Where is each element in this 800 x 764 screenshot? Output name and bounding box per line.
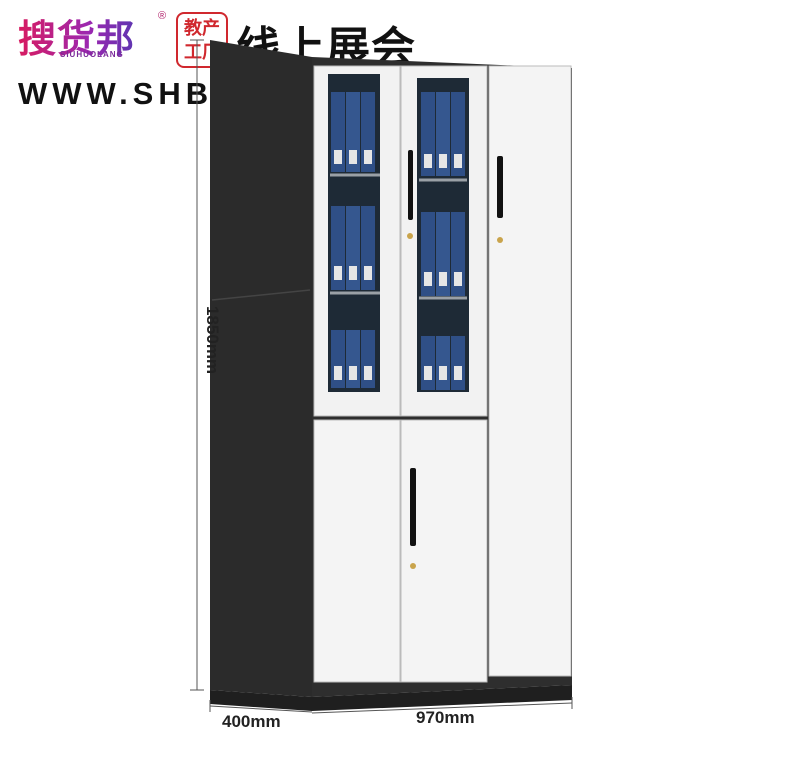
- tall-door-handle: [497, 156, 503, 218]
- width-dimension-line: [311, 702, 573, 714]
- tall-door-lock: [497, 237, 503, 243]
- glass-door-lock: [407, 233, 413, 239]
- side-panel-seam: [211, 289, 311, 301]
- height-dimension-label: 1850mm: [203, 305, 223, 375]
- lower-door-right: [400, 419, 488, 683]
- binders-row-1: [331, 92, 465, 176]
- lower-door-lock: [410, 563, 416, 569]
- depth-dimension-label: 400mm: [222, 712, 281, 731]
- badge-line-1: 教产: [184, 18, 220, 39]
- brand-logo-subtext: SIUHUOLANG: [60, 50, 124, 59]
- glass-door-handle: [408, 150, 413, 220]
- cabinet-base: [210, 685, 572, 711]
- depth-dimension-line: [209, 705, 313, 713]
- cabinet-side-panel: [210, 40, 312, 697]
- width-dimension-label: 970mm: [416, 708, 475, 727]
- binders-row-3: [331, 330, 465, 390]
- lower-door-handle: [410, 468, 416, 546]
- lower-door-left: [313, 419, 401, 683]
- binders-row-2: [331, 206, 465, 296]
- registered-mark: ®: [158, 10, 167, 22]
- brand-logo-text: 搜货邦: [18, 8, 135, 63]
